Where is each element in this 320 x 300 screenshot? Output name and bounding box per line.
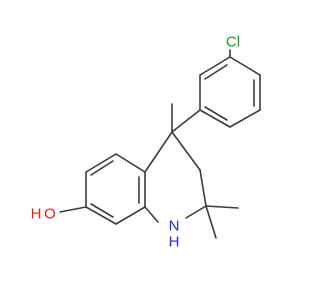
bond [144,206,159,223]
bond [199,169,207,207]
hydroxyl-hydrogen-label: H [31,206,42,223]
bond [85,153,117,173]
bond [85,206,117,225]
tetrahydro-ring [144,131,207,223]
double-bond [90,203,114,218]
bond [115,206,146,225]
bond [115,153,146,173]
structure-canvas: Cl N H H O [30,33,261,251]
molecule-structure: Cl N H H O [31,34,261,251]
phenol-ring [85,153,146,225]
double-bond [90,160,114,176]
bond [199,109,231,128]
hydroxyl-oxygen-label: O [44,206,56,223]
bond [171,131,201,171]
bond [199,56,231,76]
bond [59,206,87,213]
bond [144,131,173,173]
bond [205,205,217,239]
bond [229,56,261,76]
nitrogen-label: N [169,218,180,235]
double-bond [204,106,228,121]
chlorophenyl-ring [199,56,261,128]
double-bond [204,64,228,80]
bond [171,109,201,133]
chlorine-label: Cl [226,34,240,51]
bond [185,205,207,219]
nitrogen-hydrogen-label: H [169,234,180,251]
bond [205,205,239,209]
bond [229,109,261,128]
